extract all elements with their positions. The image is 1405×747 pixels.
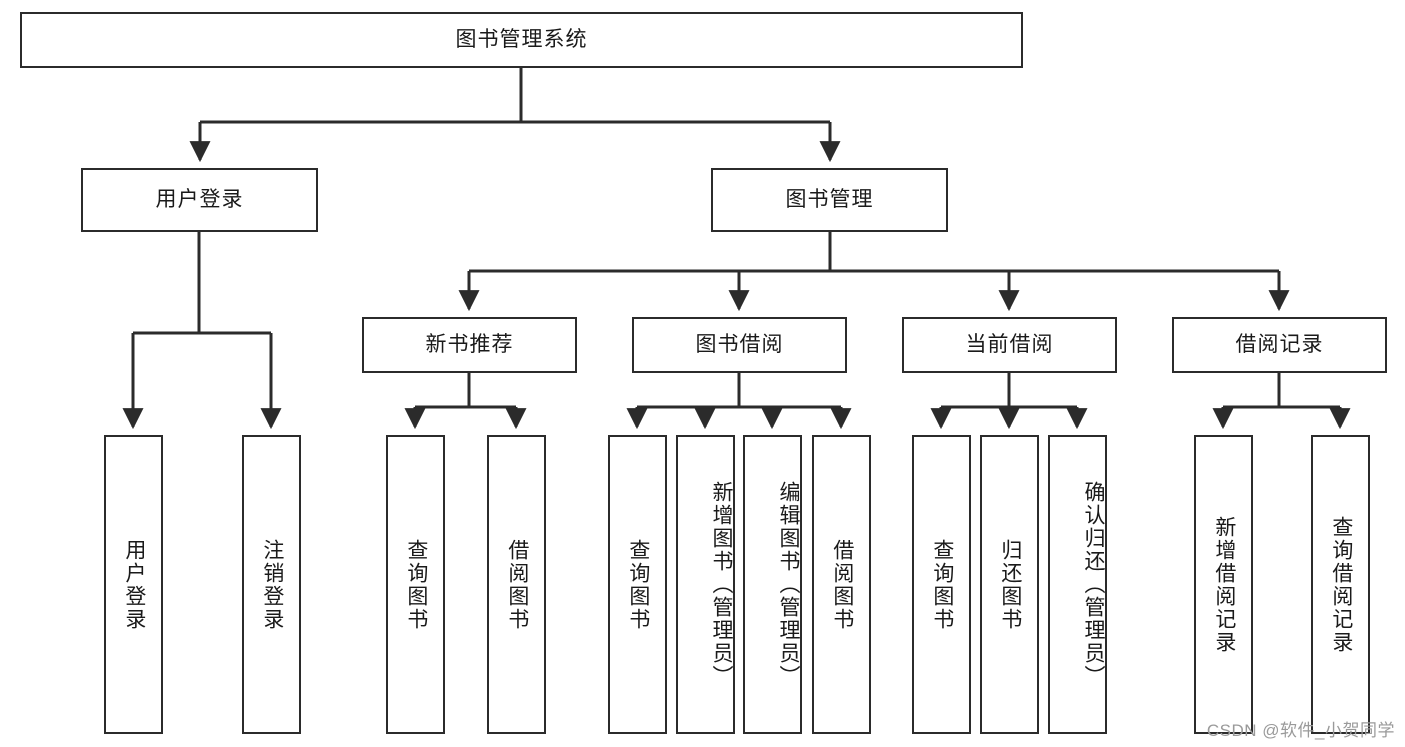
- leaf-return-book[interactable]: 归还图书: [980, 435, 1039, 734]
- node-label: 查询图书: [930, 538, 954, 631]
- node-label: 编辑图书（管理员）: [777, 481, 800, 688]
- node-root-book-management-system[interactable]: 图书管理系统: [20, 12, 1023, 68]
- leaf-borrow-book-1[interactable]: 借阅图书: [487, 435, 546, 734]
- leaf-user-logout[interactable]: 注销登录: [242, 435, 301, 734]
- leaf-user-login[interactable]: 用户登录: [104, 435, 163, 734]
- node-label: 新书推荐: [425, 332, 514, 356]
- leaf-borrow-book-2[interactable]: 借阅图书: [812, 435, 871, 734]
- node-label: 查询借阅记录: [1329, 515, 1353, 654]
- leaf-query-book-2[interactable]: 查询图书: [608, 435, 667, 734]
- node-label: 用户登录: [155, 187, 244, 211]
- node-label: 新增借阅记录: [1212, 515, 1236, 654]
- node-label: 当前借阅: [965, 332, 1054, 356]
- node-book-borrow[interactable]: 图书借阅: [632, 317, 847, 373]
- node-label: 图书管理系统: [455, 27, 588, 51]
- node-current-borrow[interactable]: 当前借阅: [902, 317, 1117, 373]
- node-label: 查询图书: [404, 538, 428, 631]
- leaf-edit-book[interactable]: 编辑图书（管理员）: [743, 435, 802, 734]
- node-label: 注销登录: [260, 538, 284, 631]
- leaf-query-book-3[interactable]: 查询图书: [912, 435, 971, 734]
- node-user-login[interactable]: 用户登录: [81, 168, 318, 232]
- csdn-watermark: CSDN @软件_小贺同学: [1206, 721, 1395, 740]
- node-label: 借阅图书: [505, 538, 529, 631]
- node-label: 图书借阅: [695, 332, 784, 356]
- node-book-management[interactable]: 图书管理: [711, 168, 948, 232]
- leaf-add-book[interactable]: 新增图书（管理员）: [676, 435, 735, 734]
- node-label: 新增图书（管理员）: [710, 481, 733, 688]
- leaf-query-record[interactable]: 查询借阅记录: [1311, 435, 1370, 734]
- node-label: 图书管理: [785, 187, 874, 211]
- node-label: 确认归还（管理员）: [1082, 481, 1105, 688]
- leaf-query-book-1[interactable]: 查询图书: [386, 435, 445, 734]
- node-label: 借阅记录: [1235, 332, 1324, 356]
- node-label: 用户登录: [122, 538, 146, 631]
- node-label: 查询图书: [626, 538, 650, 631]
- leaf-confirm-return[interactable]: 确认归还（管理员）: [1048, 435, 1107, 734]
- leaf-add-record[interactable]: 新增借阅记录: [1194, 435, 1253, 734]
- node-label: 借阅图书: [830, 538, 854, 631]
- node-label: 归还图书: [998, 538, 1022, 631]
- node-borrow-record[interactable]: 借阅记录: [1172, 317, 1387, 373]
- node-new-book-recommend[interactable]: 新书推荐: [362, 317, 577, 373]
